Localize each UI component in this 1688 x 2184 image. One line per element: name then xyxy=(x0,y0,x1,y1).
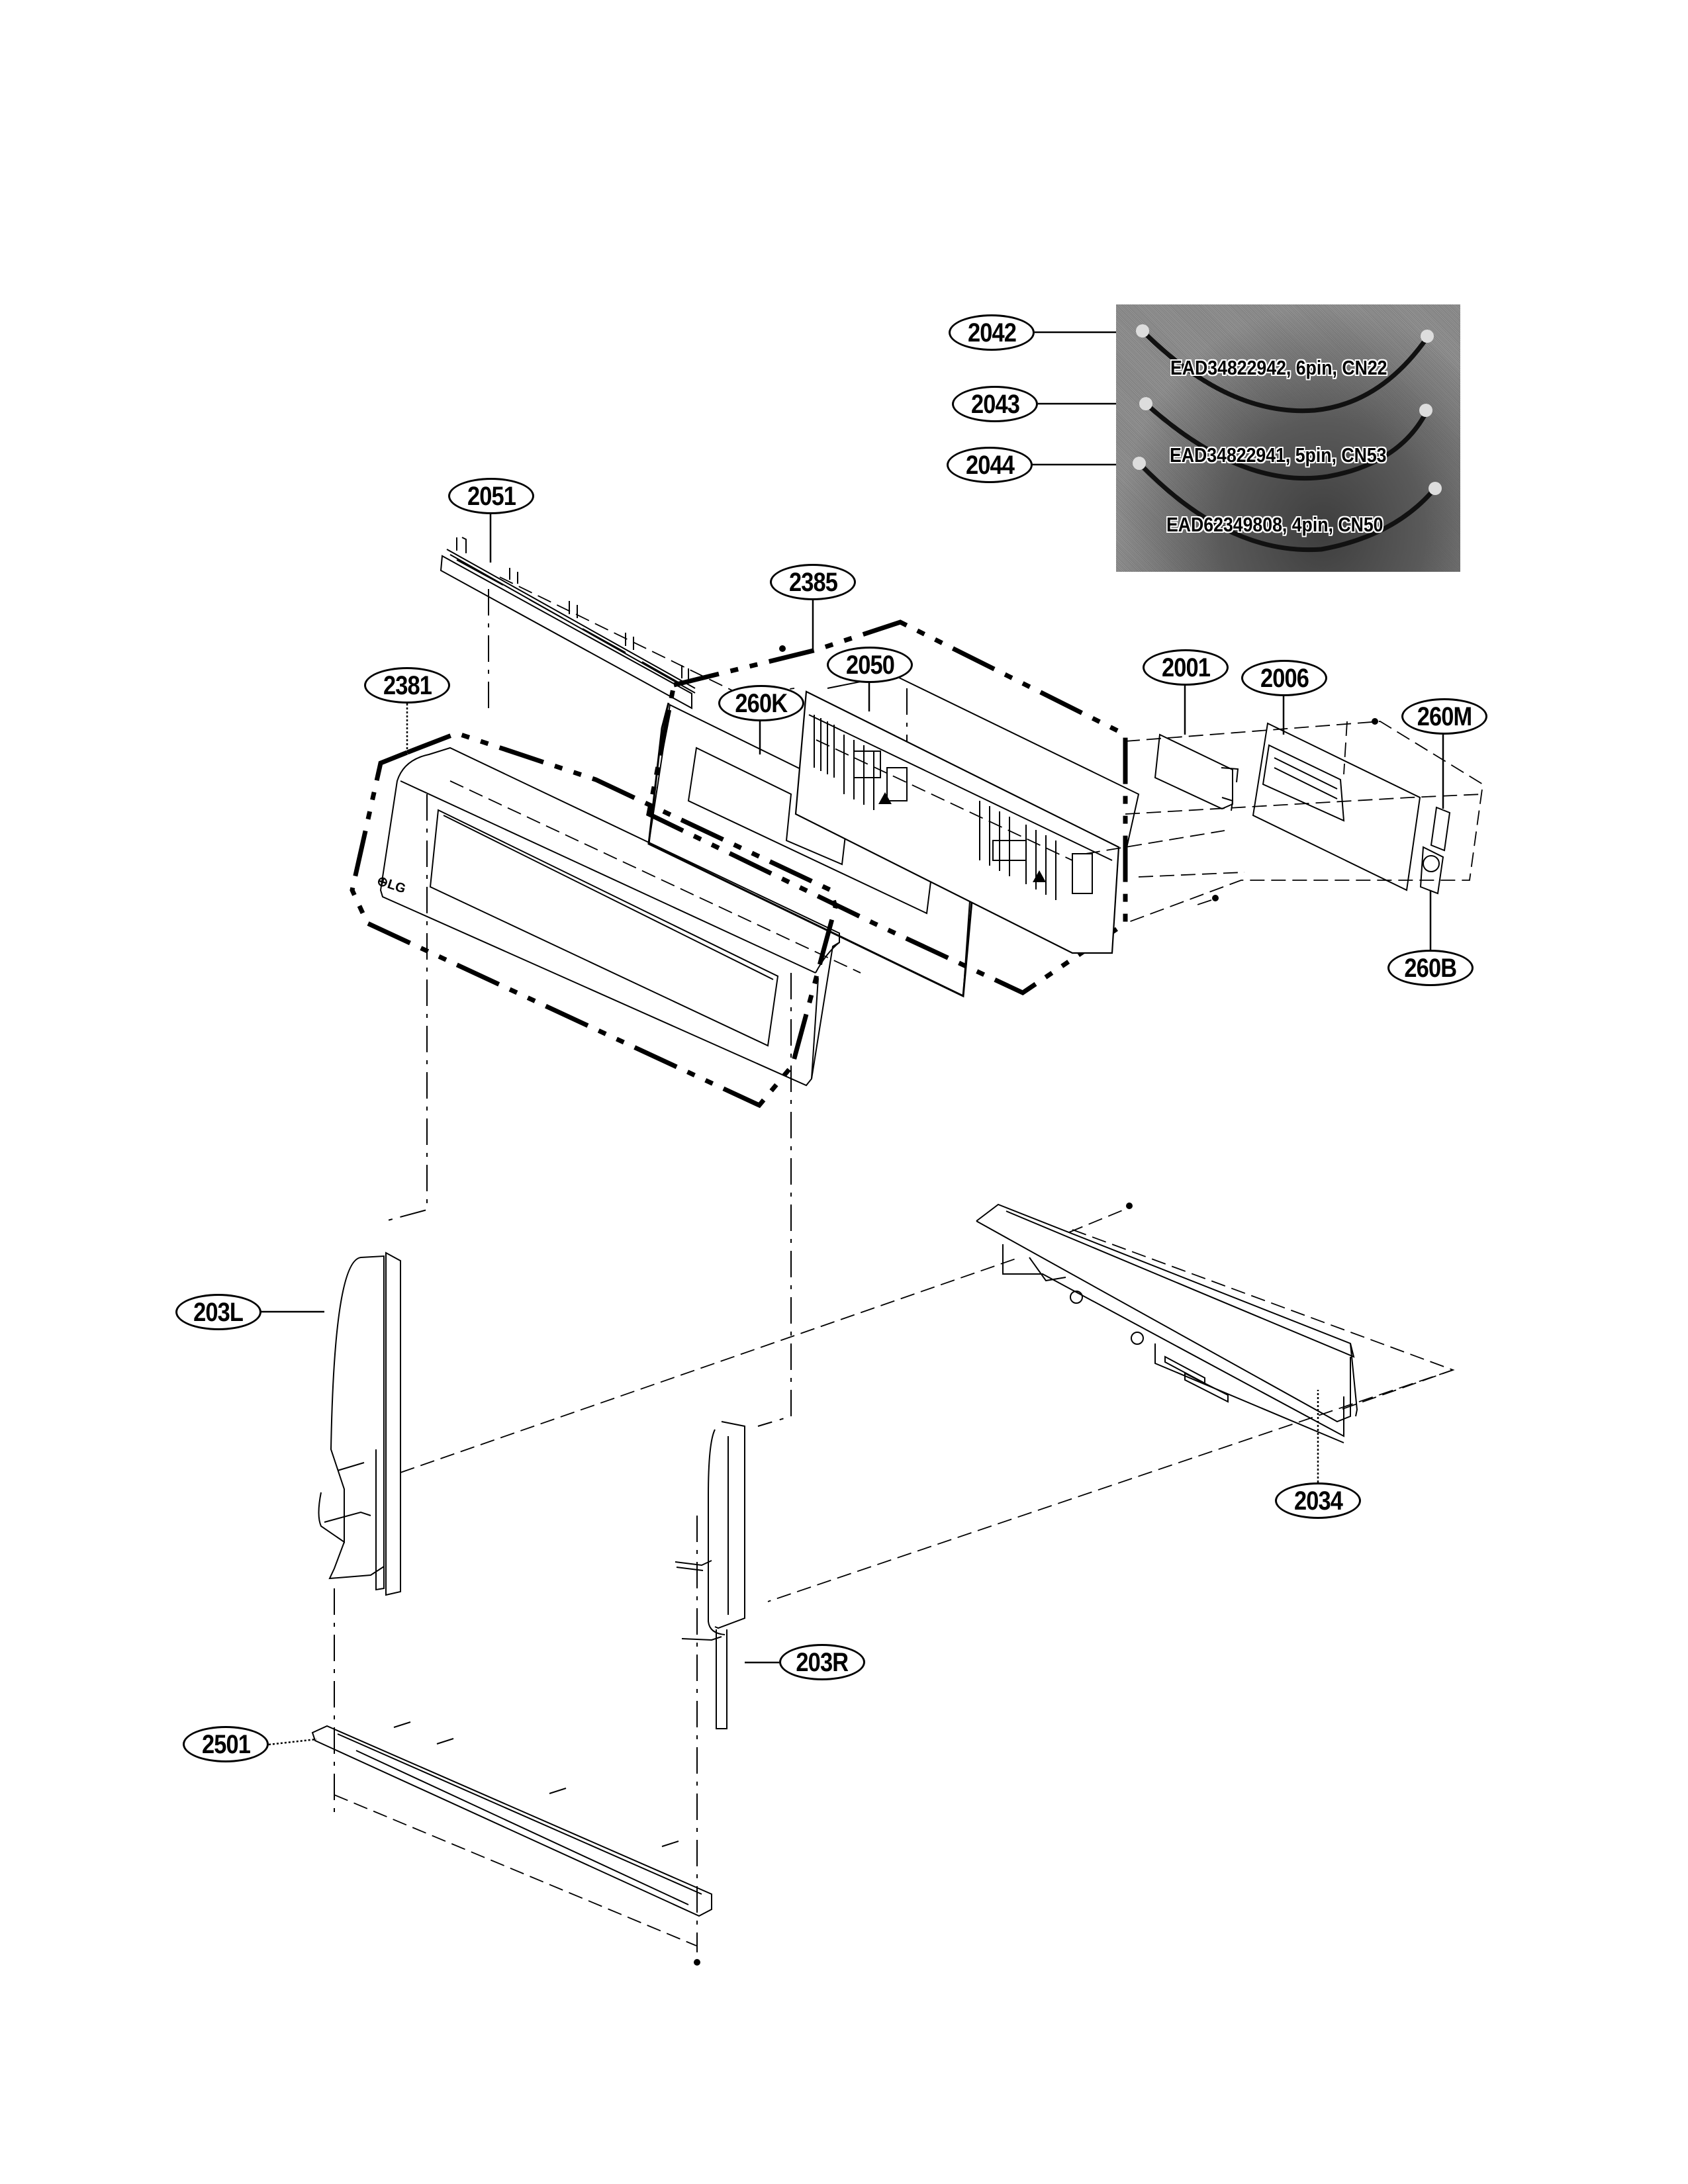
callout-label: 2381 xyxy=(383,670,432,700)
callout-2034: 2034 xyxy=(1275,1482,1361,1519)
leader-lines xyxy=(261,331,1444,1746)
wire-harness-photo-inset xyxy=(1116,304,1460,572)
callout-2044: 2044 xyxy=(947,447,1033,483)
harness-label-cn53: EAD34822941, 5pin, CN53 xyxy=(1170,443,1387,467)
callout-label: 2050 xyxy=(845,650,894,680)
callout-2001: 2001 xyxy=(1143,649,1229,686)
callout-label: 203R xyxy=(796,1647,849,1677)
callout-label: 2385 xyxy=(788,567,837,597)
callout-label: 2006 xyxy=(1260,663,1309,693)
part-2381-front-panel: ⊕LG xyxy=(350,731,861,1109)
callout-2501: 2501 xyxy=(183,1726,269,1762)
callout-203L: 203L xyxy=(175,1294,261,1330)
callout-label: 2034 xyxy=(1293,1486,1342,1516)
part-2501-bottom-rail xyxy=(311,1721,712,1966)
callout-203R: 203R xyxy=(779,1644,865,1680)
vertical-guide-lines xyxy=(334,589,908,1952)
callout-label: 2001 xyxy=(1161,653,1210,682)
assembly-guide-lines-upper xyxy=(1085,718,1483,924)
callout-2050: 2050 xyxy=(827,647,913,683)
callout-label: 2044 xyxy=(965,450,1014,480)
part-203L-side-bracket xyxy=(318,1251,1020,1596)
part-2050-control-board xyxy=(794,674,1140,954)
part-2034-rear-channel xyxy=(767,1203,1455,1602)
callout-2042: 2042 xyxy=(949,314,1035,351)
part-203R-side-bracket xyxy=(675,1421,745,1729)
callout-label: 2042 xyxy=(967,318,1016,347)
part-2006-board xyxy=(1252,721,1421,891)
lg-logo: ⊕LG xyxy=(375,874,407,897)
part-2051-bracket xyxy=(440,537,795,709)
callout-2385: 2385 xyxy=(770,564,856,600)
phantom-outline-2385 xyxy=(646,619,1128,996)
callout-label: 2501 xyxy=(201,1729,250,1759)
callout-2006: 2006 xyxy=(1241,660,1327,696)
callout-label: 203L xyxy=(193,1297,244,1327)
callout-260K: 260K xyxy=(718,685,804,721)
wire-harness-image xyxy=(1133,324,1442,553)
callout-2043: 2043 xyxy=(952,386,1038,422)
part-260M-260B-switch xyxy=(1419,806,1451,895)
callout-260B: 260B xyxy=(1387,950,1474,986)
harness-label-cn50: EAD62349808, 4pin, CN50 xyxy=(1166,513,1383,536)
callout-label: 2043 xyxy=(970,389,1019,419)
harness-label-cn22: EAD34822942, 6pin, CN22 xyxy=(1170,356,1387,379)
callout-label: 260K xyxy=(735,688,788,718)
callout-2381: 2381 xyxy=(364,667,450,704)
callout-2051: 2051 xyxy=(448,478,534,514)
callout-label: 260B xyxy=(1404,953,1458,983)
callout-label: 2051 xyxy=(467,481,516,511)
callout-260M: 260M xyxy=(1401,698,1487,735)
callout-label: 260M xyxy=(1417,702,1472,731)
part-2001-bracket xyxy=(1154,733,1239,811)
